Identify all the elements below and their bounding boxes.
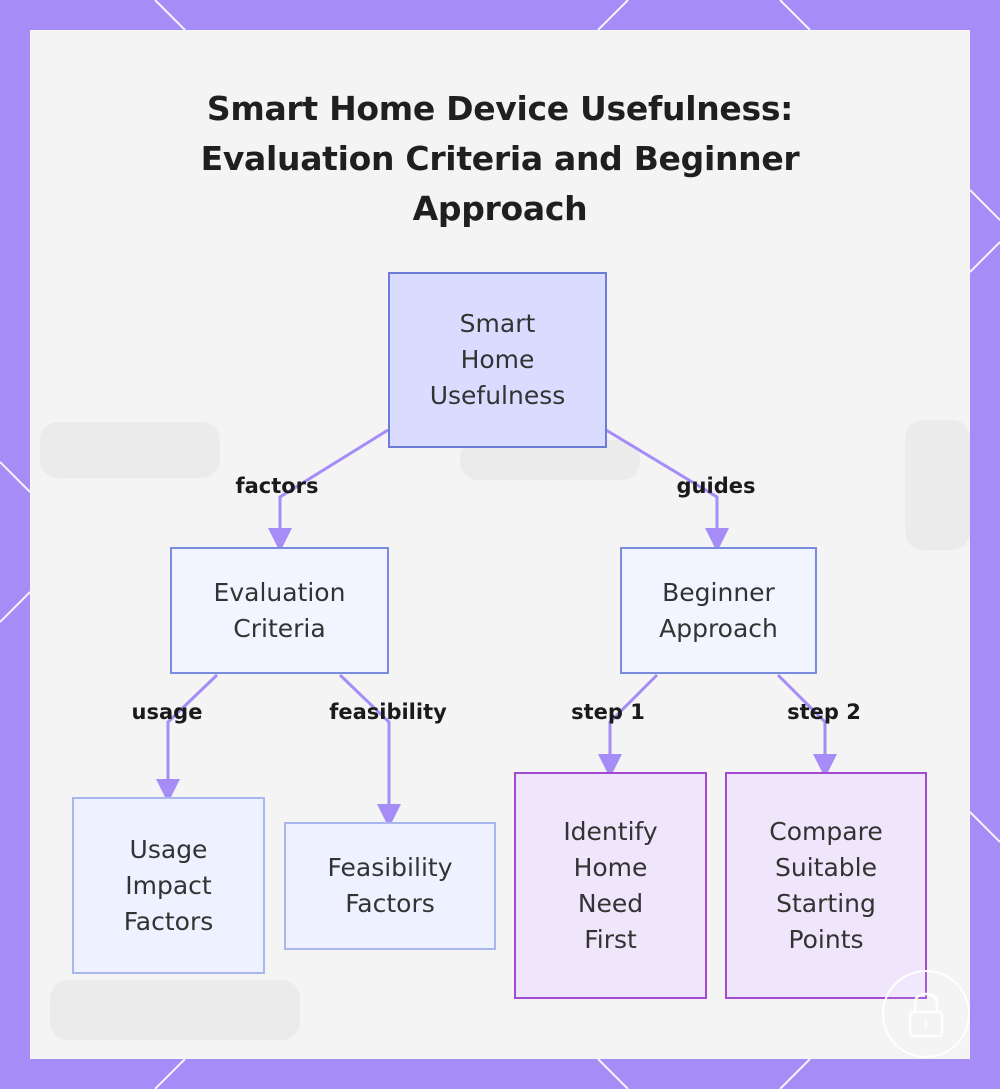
edge-guides [605,428,729,552]
edge-step1 [598,673,659,778]
node-beginner-approach[interactable]: Beginner Approach [620,547,817,674]
background-blur [905,420,970,550]
edge-step2 [776,673,837,778]
edge-label-factors: factors [235,474,319,498]
edge-label-step-2: step 2 [787,700,861,724]
background-blur [40,422,220,478]
page-title: Smart Home Device Usefulness: Evaluation… [200,89,800,228]
edge-usage [156,673,219,803]
node-smart-home-usefulness[interactable]: Smart Home Usefulness [388,272,607,448]
node-compare-suitable-starting-points[interactable]: Compare Suitable Starting Points [725,772,927,999]
node-feasibility-factors[interactable]: Feasibility Factors [284,822,496,950]
node-identify-home-need-first[interactable]: Identify Home Need First [514,772,707,999]
edge-feasibility [338,673,401,828]
edge-label-feasibility: feasibility [329,700,447,724]
lock-icon [882,970,970,1058]
node-evaluation-criteria[interactable]: Evaluation Criteria [170,547,389,674]
edge-factors [268,428,389,552]
background-blur [50,980,300,1040]
edge-label-guides: guides [676,474,756,498]
edge-label-step-1: step 1 [571,700,645,724]
node-usage-impact-factors[interactable]: Usage Impact Factors [72,797,265,974]
edge-label-usage: usage [131,700,203,724]
